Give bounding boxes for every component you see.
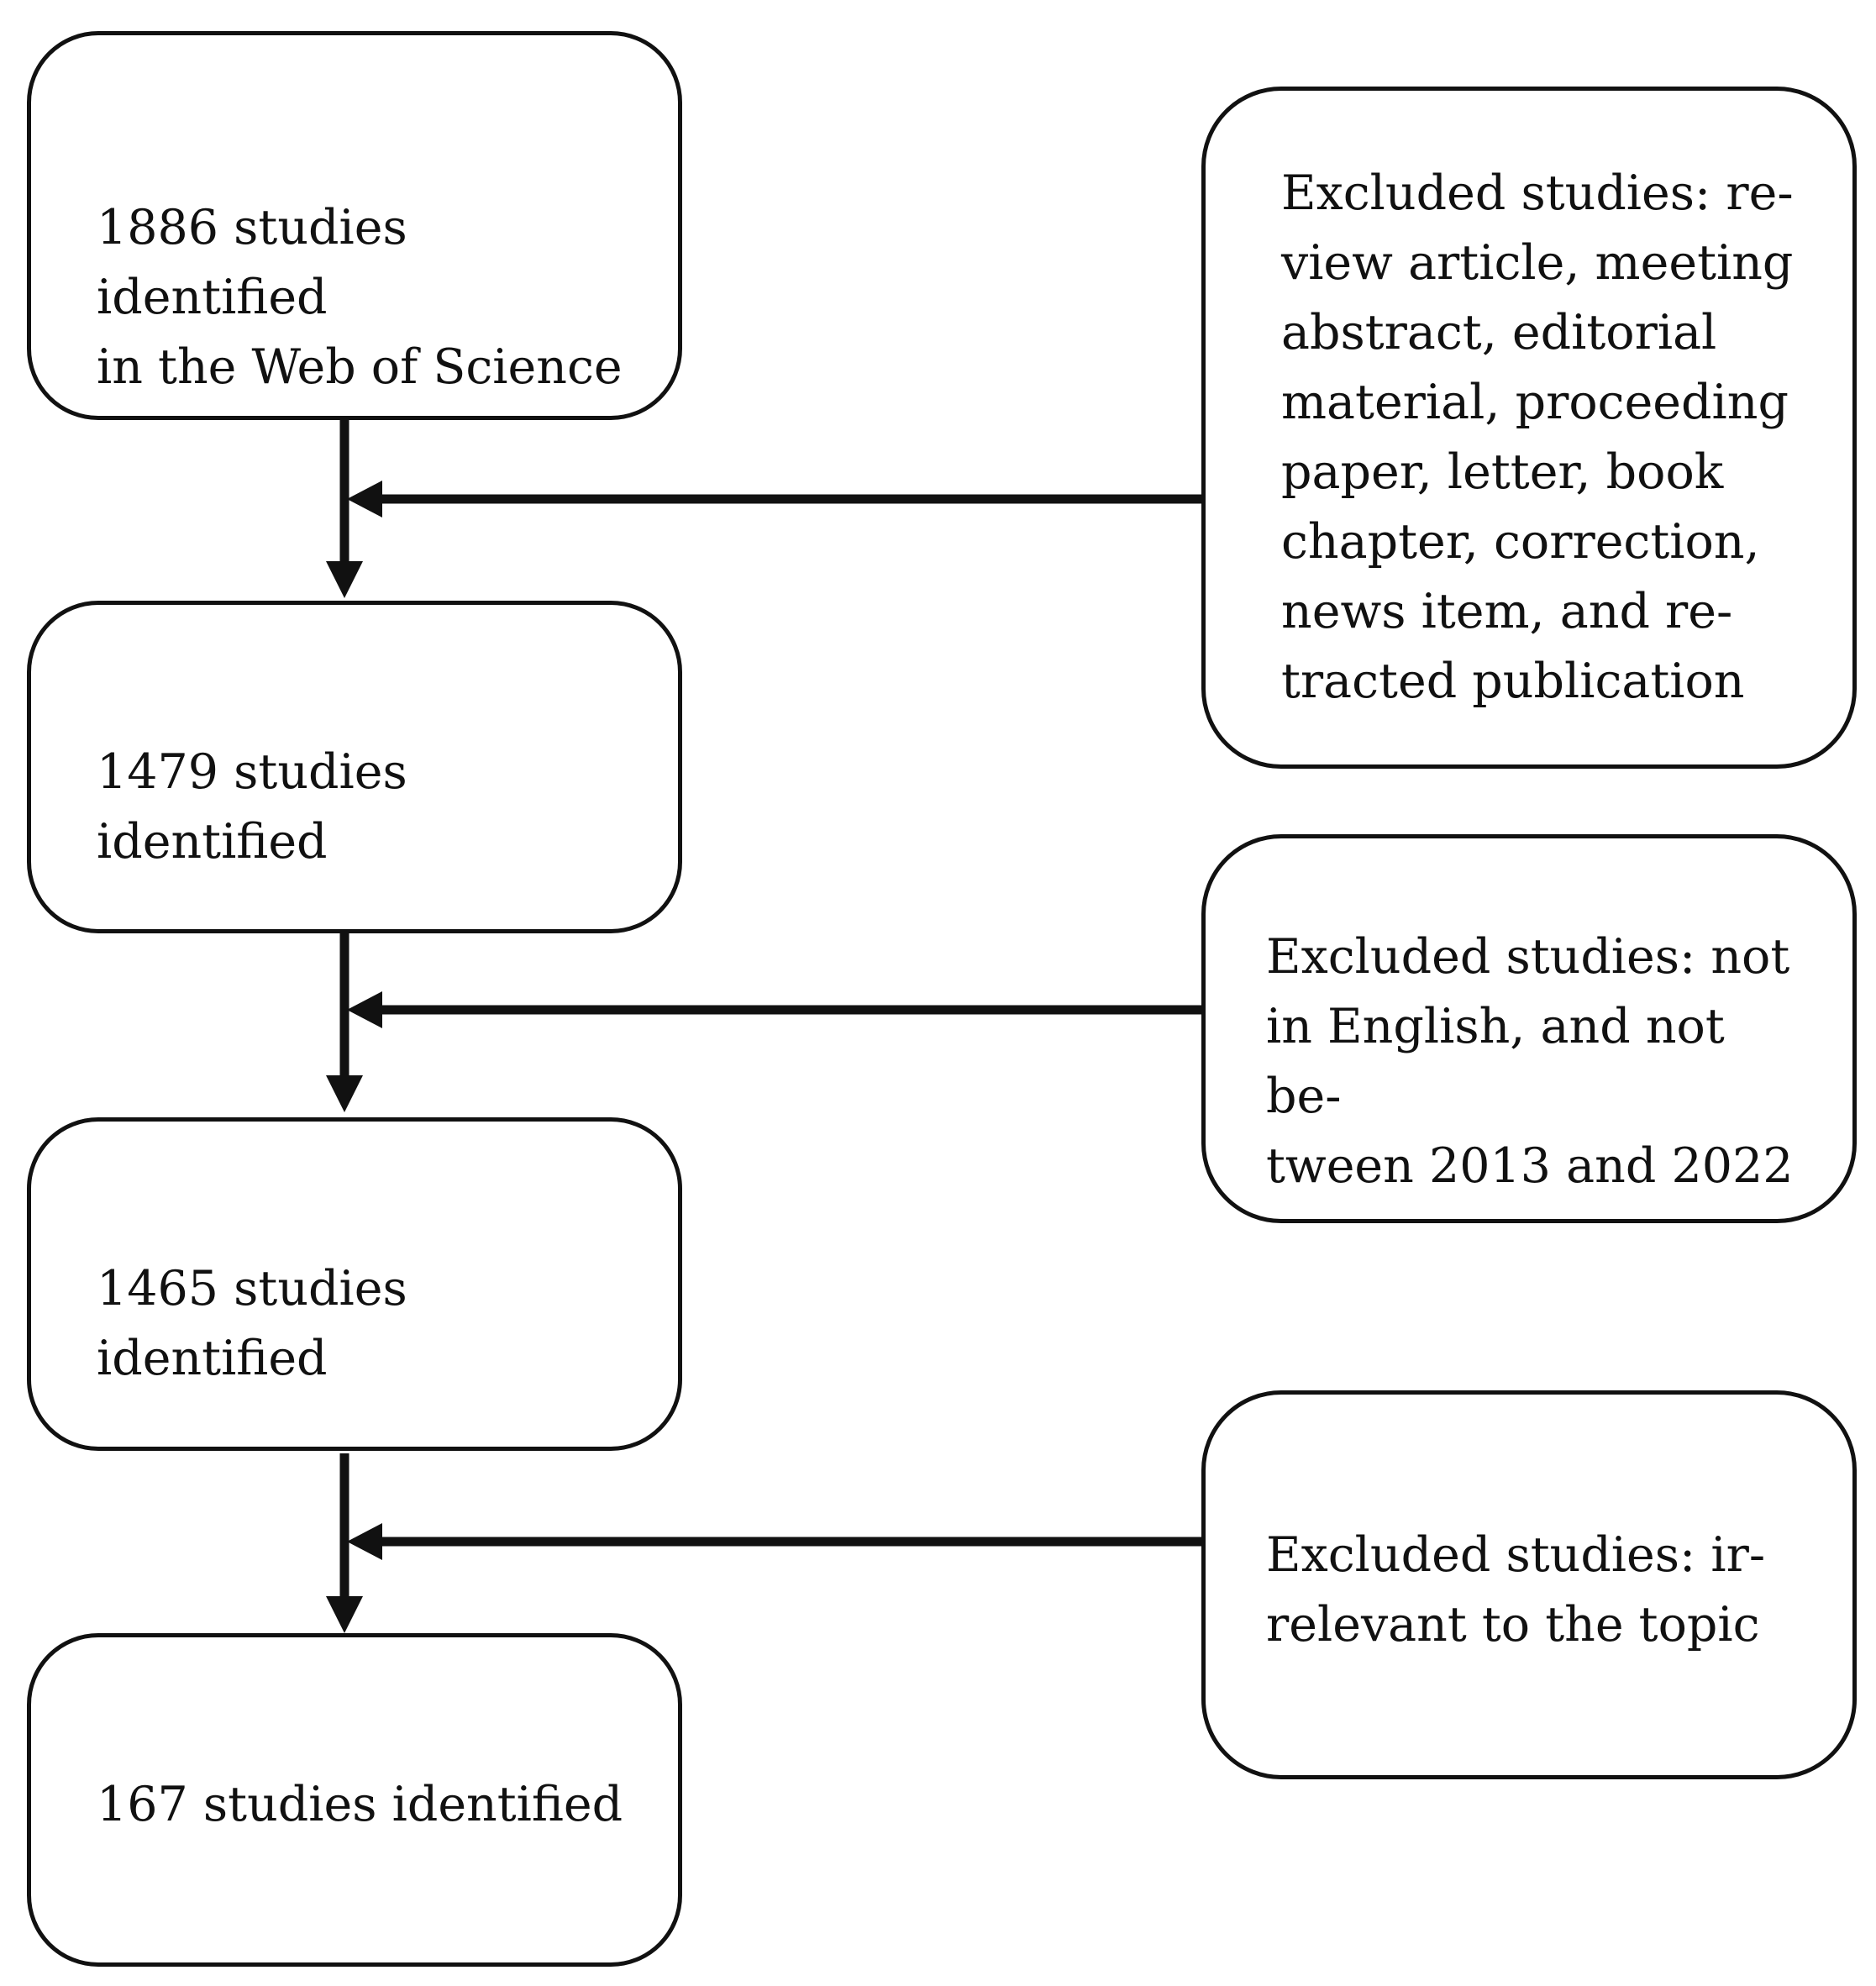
exclusion-box-3-text: Excluded studies: ir- relevant to the to…: [1266, 1527, 1766, 1652]
exclusion-arrow-2: [347, 991, 1201, 1028]
exclusion-arrow-3: [347, 1523, 1201, 1560]
down-arrow-1: [326, 418, 363, 598]
exclusion-box-2: Excluded studies: not in English, and no…: [1201, 834, 1857, 1223]
stage-box-2: 1479 studies identified: [27, 601, 682, 933]
stage-box-3: 1465 studies identified: [27, 1117, 682, 1451]
down-arrow-2: [326, 924, 363, 1112]
stage-box-1: 1886 studies identified in the Web of Sc…: [27, 31, 682, 420]
exclusion-arrow-1: [347, 481, 1201, 518]
stage-box-1-text: 1886 studies identified in the Web of Sc…: [97, 200, 623, 395]
stage-box-4-text: 167 studies identified: [97, 1777, 623, 1832]
stage-box-2-text: 1479 studies identified: [97, 744, 407, 870]
exclusion-box-1: Excluded studies: re- view article, meet…: [1201, 87, 1857, 769]
exclusion-box-1-text: Excluded studies: re- view article, meet…: [1281, 166, 1794, 709]
exclusion-box-2-text: Excluded studies: not in English, and no…: [1266, 929, 1794, 1194]
stage-box-3-text: 1465 studies identified: [97, 1261, 407, 1386]
down-arrow-3: [326, 1453, 363, 1633]
exclusion-box-3: Excluded studies: ir- relevant to the to…: [1201, 1390, 1857, 1779]
stage-box-4: 167 studies identified: [27, 1633, 682, 1967]
